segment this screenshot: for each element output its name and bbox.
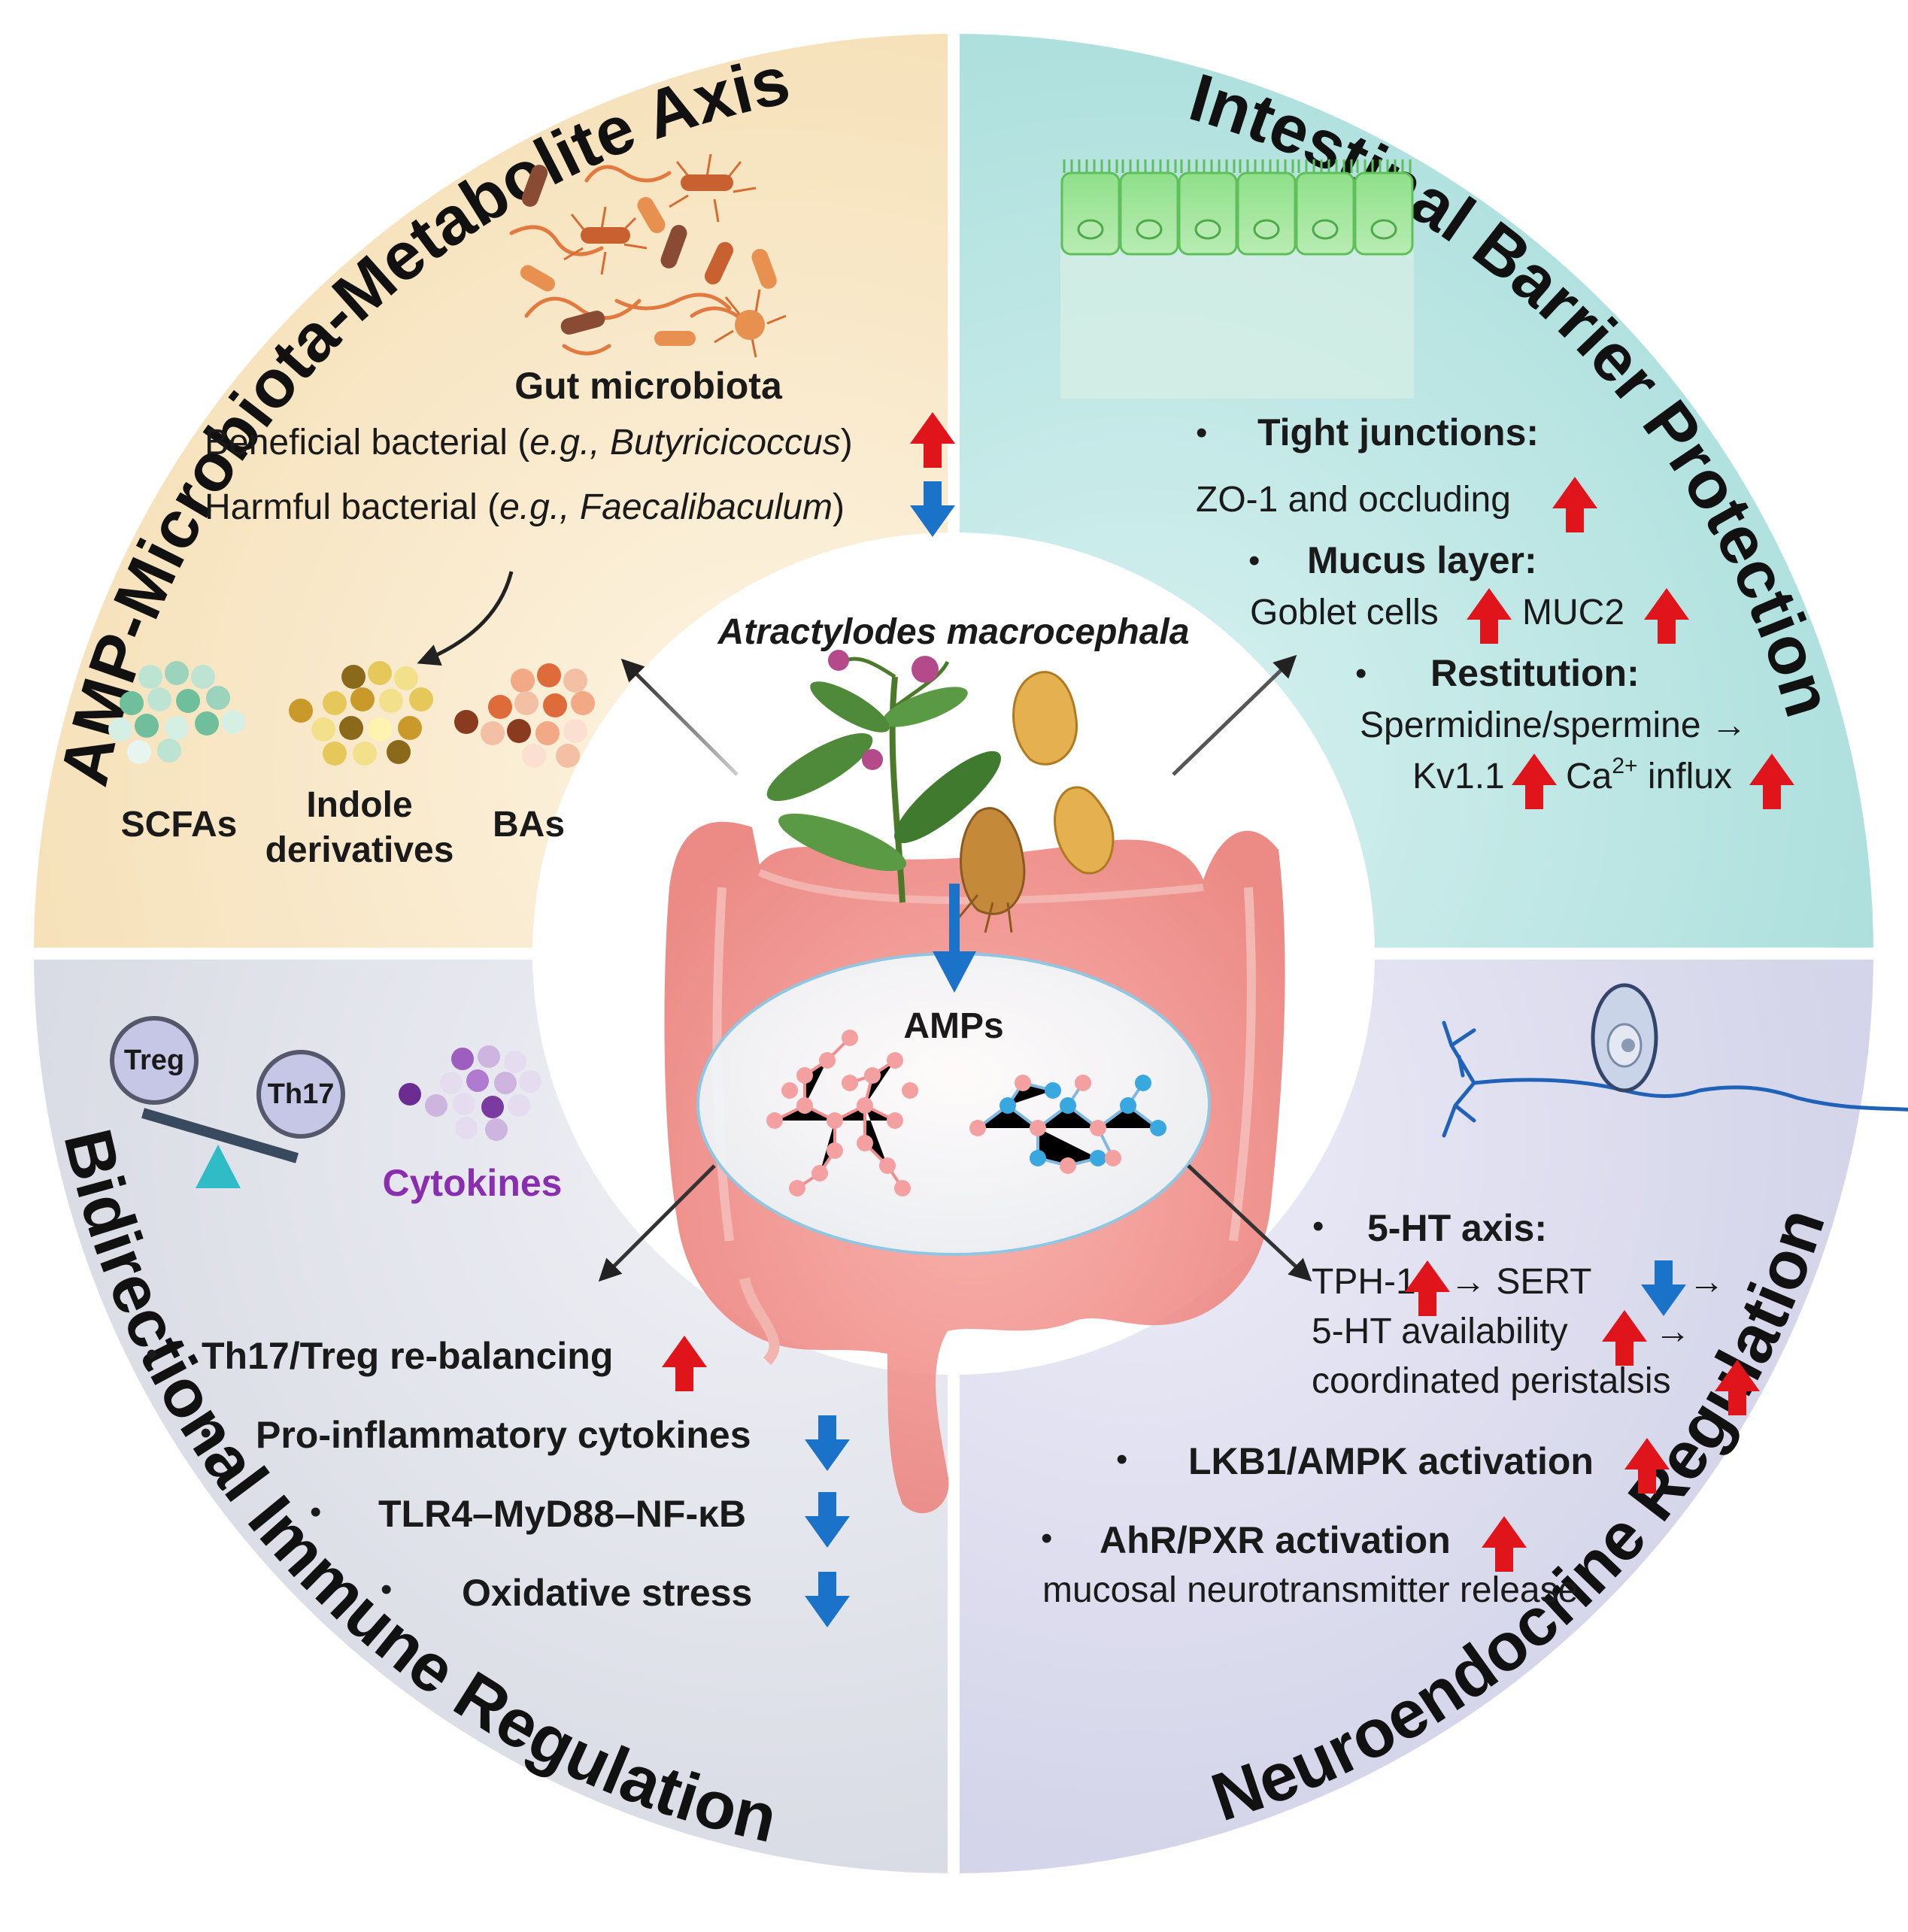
epithelium-illustration xyxy=(1060,159,1414,399)
sert-text: → SERT xyxy=(1450,1262,1591,1302)
arrow-after-sert: → xyxy=(1688,1262,1724,1302)
th17-label: Th17 xyxy=(268,1078,335,1110)
down-arrow-harmful xyxy=(910,481,955,537)
plant-name-label: Atractylodes macrocephala xyxy=(717,612,1190,652)
lkb1-text: LKB1/AMPK activation xyxy=(1188,1440,1594,1482)
up-arrow-ahr xyxy=(1482,1516,1527,1572)
th17-treg-item: Th17/Treg re-balancing xyxy=(202,1335,613,1377)
neuron-illustration xyxy=(1442,1021,1908,1138)
treg-th17-balance xyxy=(110,1016,345,1188)
bullet-5ht: • xyxy=(1312,1208,1324,1245)
up-arrow-goblet xyxy=(1467,588,1512,644)
plant-illustration xyxy=(766,650,1115,933)
bacteria-illustration xyxy=(509,153,787,358)
bullet-oxidative: • xyxy=(381,1571,392,1608)
up-arrow-availability xyxy=(1602,1310,1647,1366)
scfas-label: SCFAs xyxy=(121,805,238,845)
ca-influx-text: Ca2+ influx xyxy=(1566,754,1732,796)
bullet-th17: • xyxy=(146,1336,157,1372)
polysaccharide-structure-blue xyxy=(969,1075,1166,1174)
bas-label: BAs xyxy=(493,805,565,845)
arrow-after-availability: → xyxy=(1655,1312,1691,1351)
bullet-tight-junctions: • xyxy=(1196,414,1207,451)
scfas-dots xyxy=(108,661,245,764)
up-arrow-beneficial xyxy=(910,412,955,468)
up-arrow-kv xyxy=(1512,754,1557,809)
peristalsis-text: coordinated peristalsis xyxy=(1312,1361,1671,1401)
kv-text: Kv1.1 xyxy=(1412,757,1505,796)
arrow-to-bottom-left xyxy=(598,1164,716,1282)
ahr-text: AhR/PXR activation xyxy=(1100,1519,1451,1561)
oxidative-item: Oxidative stress xyxy=(462,1572,752,1614)
up-arrow-zo1 xyxy=(1552,477,1597,532)
bullet-mucus: • xyxy=(1248,542,1260,579)
restitution-heading: Restitution: xyxy=(1430,652,1640,694)
mucosal-text: mucosal neurotransmitter release xyxy=(1042,1570,1578,1610)
up-arrow-th17-treg xyxy=(662,1336,707,1391)
down-arrow-to-amps xyxy=(933,884,976,993)
up-arrow-peristalsis xyxy=(1715,1360,1760,1415)
up-arrow-ca-influx xyxy=(1749,754,1794,809)
tlr4-item: TLR4–MyD88–NF-κB xyxy=(378,1493,746,1535)
beneficial-bacteria-text: Beneficial bacterial (e.g., Butyricicocc… xyxy=(205,423,853,463)
gut-microbiota-heading: Gut microbiota xyxy=(514,365,783,407)
up-arrow-tph xyxy=(1405,1260,1450,1316)
indole-label-line1: Indole xyxy=(306,785,412,825)
bullet-tlr4: • xyxy=(310,1494,321,1530)
spermidine-text: Spermidine/spermine → xyxy=(1360,705,1747,745)
bullet-restitution: • xyxy=(1355,655,1367,692)
bullet-ahr: • xyxy=(1041,1520,1052,1557)
down-arrow-proinflammatory xyxy=(805,1415,850,1471)
arrow-to-top-left xyxy=(620,658,739,776)
up-arrow-muc2 xyxy=(1644,588,1689,644)
down-arrow-sert xyxy=(1641,1260,1686,1316)
up-arrow-lkb1 xyxy=(1624,1438,1670,1494)
polysaccharide-structure-red xyxy=(766,1030,918,1197)
cytokines-label: Cytokines xyxy=(383,1162,563,1204)
availability-text: 5-HT availability xyxy=(1312,1312,1568,1351)
indicator-arrows xyxy=(662,412,1794,1627)
mucus-layer-heading: Mucus layer: xyxy=(1307,539,1537,581)
goblet-text: Goblet cells xyxy=(1250,593,1439,632)
muc2-text: MUC2 xyxy=(1522,593,1624,632)
zo1-text: ZO-1 and occluding xyxy=(1196,480,1511,520)
bullet-proinflammatory: • xyxy=(200,1415,211,1451)
proinflammatory-item: Pro-inflammatory cytokines xyxy=(256,1414,751,1456)
indole-dots xyxy=(289,661,433,766)
tph-text: TPH-1 xyxy=(1312,1262,1416,1302)
bas-dots xyxy=(454,663,595,768)
curved-arrow-to-metabolites xyxy=(417,571,514,666)
bullet-lkb1: • xyxy=(1116,1441,1127,1478)
amps-label: AMPs xyxy=(903,1006,1003,1046)
down-arrow-tlr4 xyxy=(805,1492,850,1548)
tight-junctions-heading: Tight junctions: xyxy=(1257,411,1539,453)
5ht-axis-heading: 5-HT axis: xyxy=(1367,1207,1547,1249)
cytokine-dots xyxy=(399,1045,541,1141)
treg-label: Treg xyxy=(124,1045,184,1076)
indole-label-line2: derivatives xyxy=(265,830,454,870)
arrow-to-bottom-right xyxy=(1187,1164,1312,1282)
arrow-to-top-right xyxy=(1172,654,1297,776)
down-arrow-oxidative xyxy=(805,1572,850,1627)
harmful-bacteria-text: Harmful bacterial (e.g., Faecalibaculum) xyxy=(205,487,845,527)
neuron-soma xyxy=(1591,983,1658,1093)
